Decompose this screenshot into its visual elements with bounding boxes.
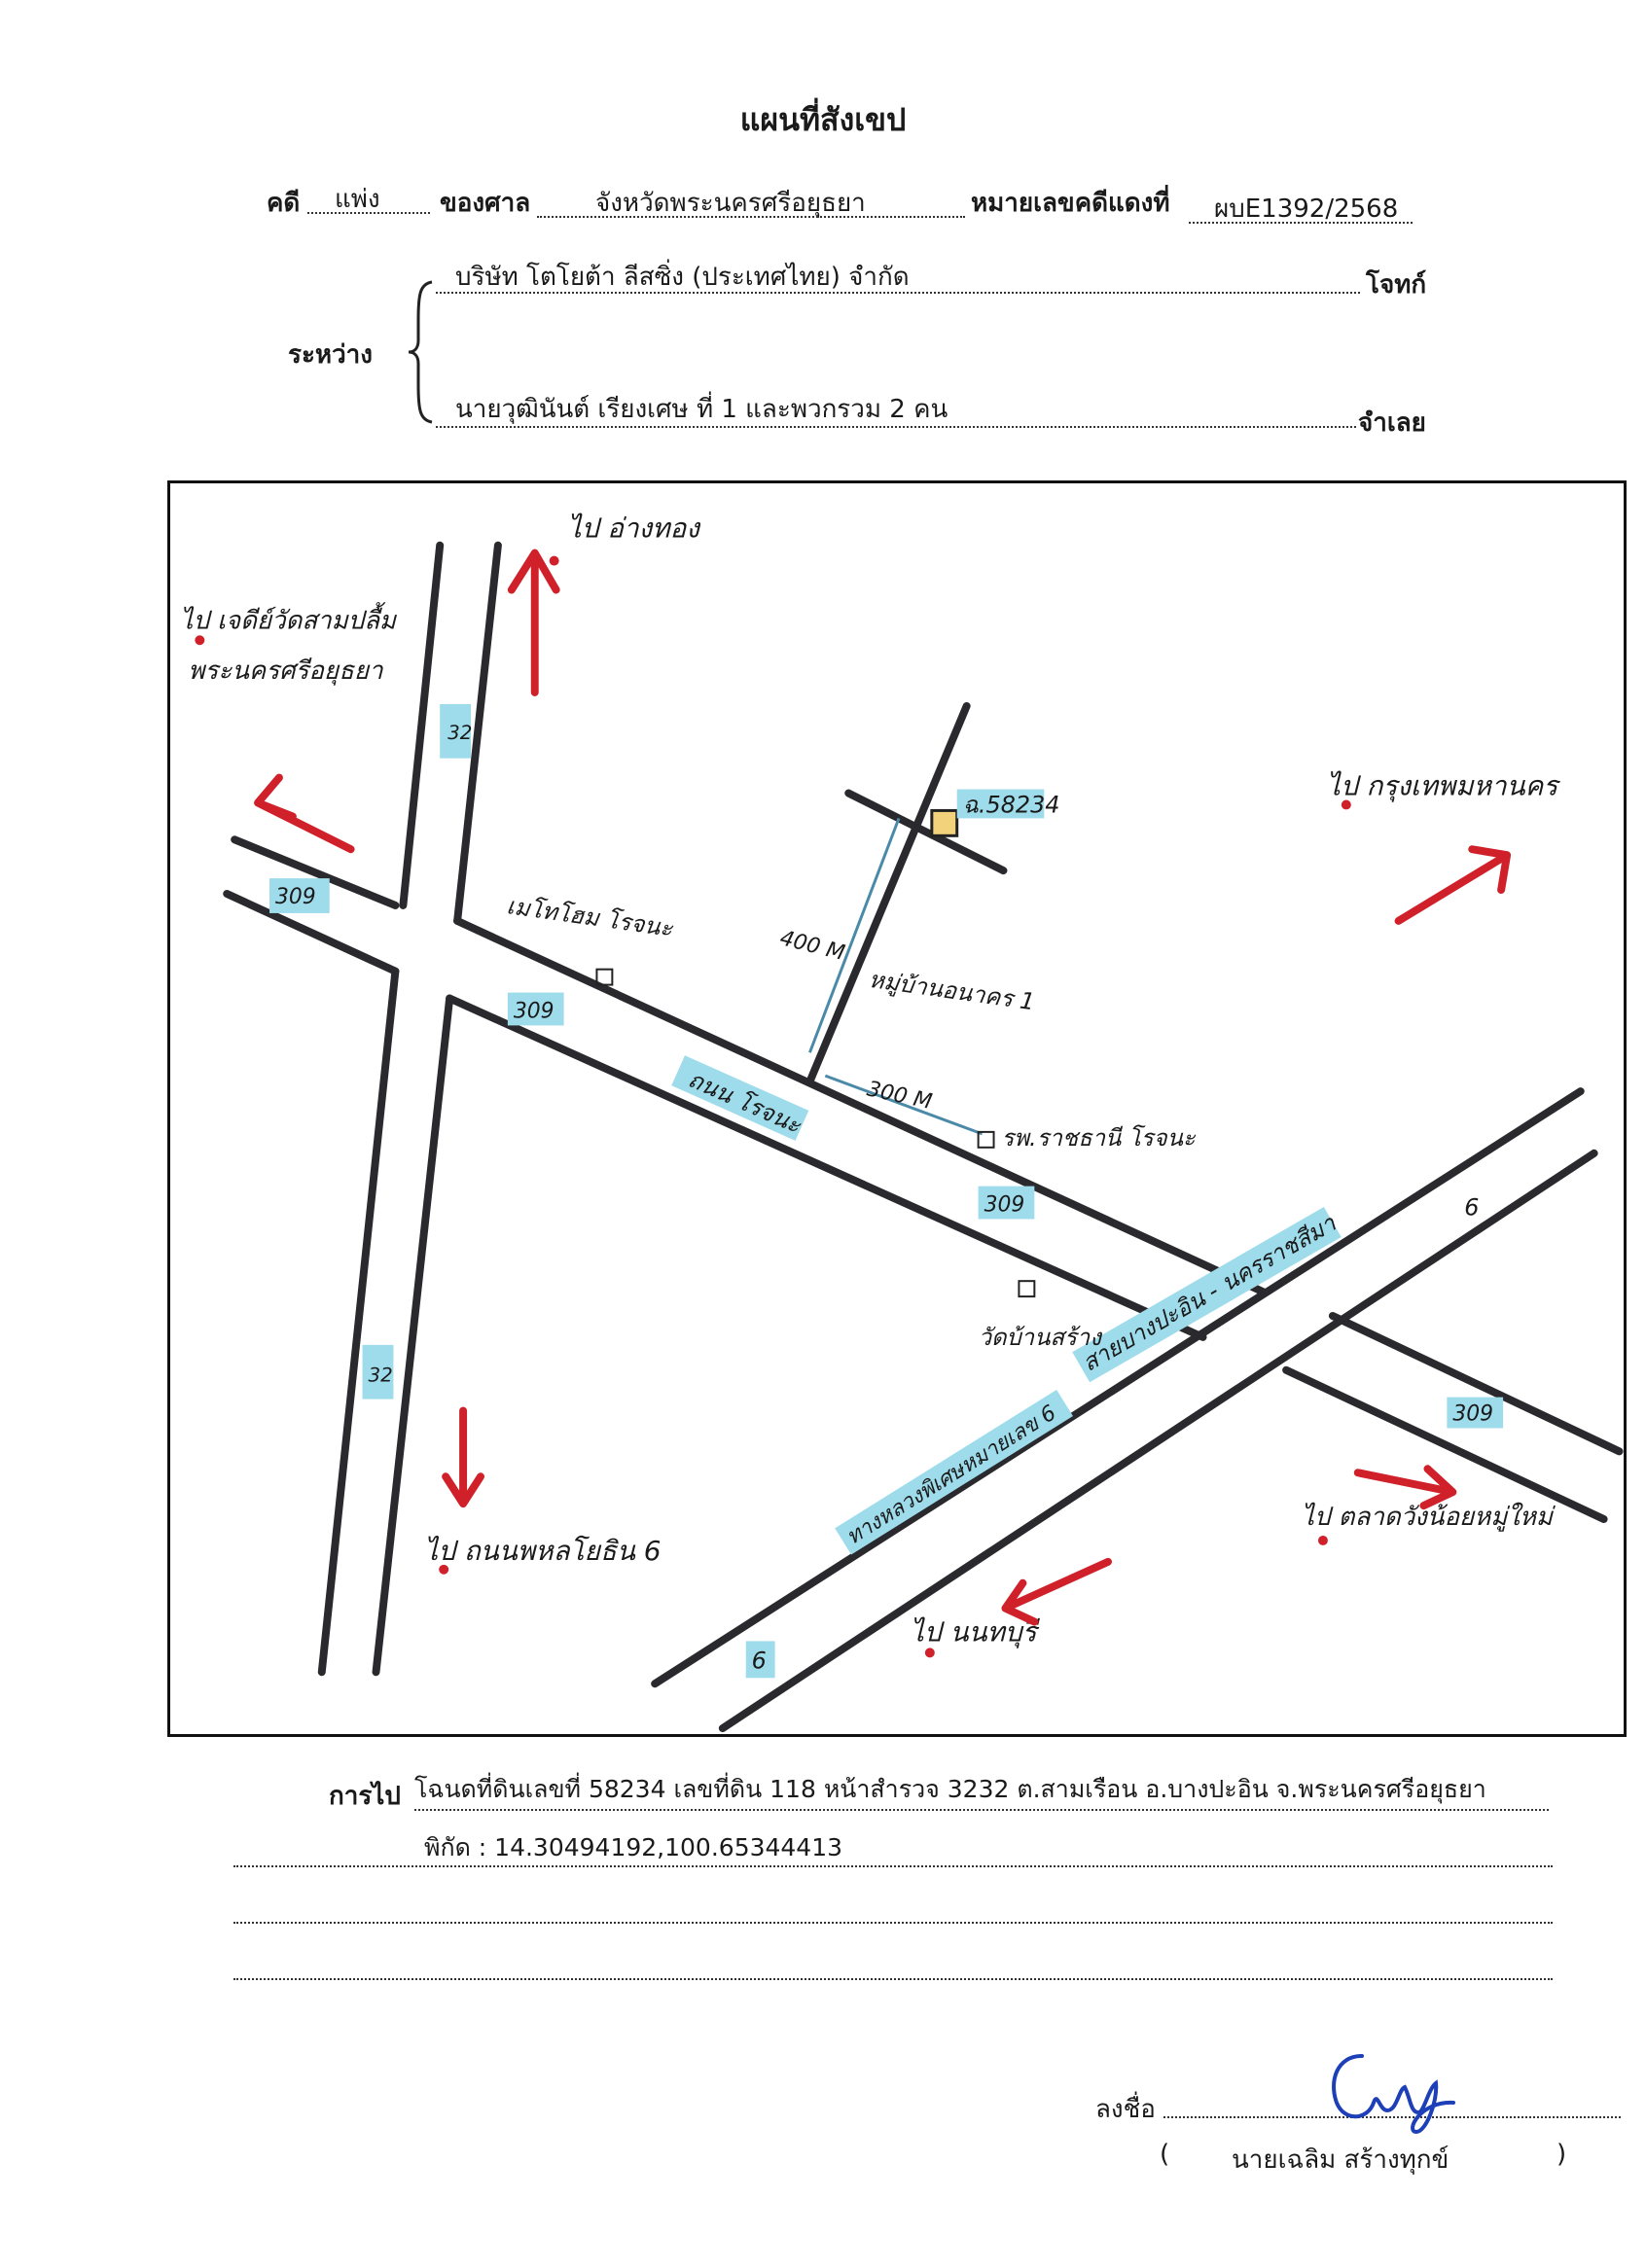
directions-line2: พิกัด : 14.30494192,100.65344413	[424, 1833, 843, 1861]
plot-crossroad	[844, 789, 1008, 875]
brace-bracket	[408, 280, 433, 424]
road-309-north-edge-west	[231, 835, 400, 909]
road-32-tag-north: 32	[447, 722, 472, 744]
signature-scribble	[1332, 2054, 1455, 2135]
road-32-tag-south: 32	[369, 1364, 393, 1387]
plot-tag: ฉ.58234	[963, 791, 1060, 818]
signature-name: นายเฉลิม สร้างทุกข์	[1232, 2145, 1449, 2175]
plaintiff-dotline	[436, 292, 1360, 294]
signature-dotline	[1163, 2116, 1621, 2118]
to-bangkok-label: ไป กรุงเทพมหานคร	[1327, 770, 1560, 803]
sketch-map: ฉ.58234 400 M 300 M 32 32 309 309 309 30…	[167, 480, 1627, 1737]
case-type-dotline	[307, 212, 430, 214]
hospital-icon	[977, 1130, 995, 1149]
distance-300-line	[824, 1074, 984, 1136]
road-6-tag-south-highlight	[745, 1641, 775, 1679]
asia-road-highlight	[1072, 1206, 1342, 1383]
road-309-south-edge	[446, 994, 1207, 1341]
landmark-icons	[595, 968, 1036, 1298]
arrow-northwest-icon	[254, 773, 355, 854]
to-angthong-label: ไป อ่างทอง	[568, 513, 702, 545]
signature-open-paren: (	[1160, 2140, 1170, 2169]
dot-talat	[1317, 1535, 1328, 1545]
arrow-southeast-icon	[1353, 1465, 1457, 1510]
hospital-label: รพ.ราชธานี โรจนะ	[1001, 1124, 1196, 1152]
road-6-south-edge	[718, 1149, 1598, 1733]
road-309-south-edge-west	[223, 890, 400, 975]
dot-phahon	[439, 1564, 449, 1575]
road-6-tag-south: 6	[752, 1647, 767, 1674]
dot-nonthaburi	[924, 1648, 935, 1658]
plot-tag-highlight	[956, 789, 1045, 819]
village-road	[805, 701, 971, 1086]
hotel-label: เมโทโฮม โรจนะ	[505, 892, 675, 942]
road-309-north-edge-east	[1328, 1312, 1624, 1456]
to-chedi-label-line2: พระนครศรีอยุธยา	[188, 656, 384, 686]
arrow-southwest-icon	[1001, 1557, 1112, 1626]
village-label: หมู่บ้านอนาคร 1	[867, 966, 1036, 1017]
defendant-dotline	[436, 426, 1356, 428]
plaintiff-label: โจทก์	[1366, 270, 1427, 300]
road-32-west-edge	[399, 541, 445, 909]
road-32-east-edge	[453, 541, 502, 925]
directions-dotline-3	[233, 1922, 1553, 1924]
plot-marker	[930, 808, 959, 837]
distance-300-label: 300 M	[865, 1077, 934, 1115]
to-nonthaburi-label: ไป นนทบุรี	[911, 1615, 1041, 1648]
arrow-north-icon	[507, 549, 560, 696]
directions-dotline-2	[233, 1865, 1553, 1867]
directions-dotline-1	[414, 1809, 1549, 1811]
document-title: แผนที่สังเขป	[739, 101, 907, 138]
case-type: แพ่ง	[335, 185, 380, 214]
red-case-dotline	[1189, 222, 1413, 224]
dot-angthong	[549, 555, 559, 566]
road-309-tag-east: 309	[984, 1193, 1025, 1218]
defendant-label: จำเลย	[1358, 408, 1426, 438]
arrow-south-icon	[442, 1406, 484, 1508]
distance-400-line	[808, 817, 901, 1053]
red-case-number: ผบE1392/2568	[1214, 195, 1399, 224]
dot-chedi	[195, 635, 205, 646]
road-309-tag-far: 309	[1452, 1402, 1493, 1427]
road-309-tag-mid-highlight	[507, 992, 564, 1026]
arrow-northeast-icon	[1394, 845, 1512, 925]
road-309-tag-west: 309	[275, 885, 316, 909]
road-309-tag-west-highlight	[269, 878, 330, 913]
road-309-tag-east-highlight	[978, 1186, 1035, 1220]
court-label: ของศาล	[440, 189, 531, 218]
asia-road-label: สายบางปะอิน - นครราชสีมา	[1078, 1209, 1342, 1377]
hotel-icon	[595, 968, 614, 986]
road-6-north-edge	[651, 1087, 1585, 1688]
road-32-tag-north-highlight	[440, 703, 472, 759]
between-label: ระหว่าง	[288, 340, 373, 370]
temple-label: วัดบ้านสร้าง	[979, 1324, 1104, 1351]
road-32-tag-south-highlight	[362, 1344, 394, 1400]
to-phahon-label: ไป ถนนพหลโยธิน 6	[424, 1535, 661, 1567]
distance-400-label: 400 M	[777, 926, 847, 966]
plaintiff-name: บริษัท โตโยต้า ลีสซิ่ง (ประเทศไทย) จำกัด	[455, 263, 910, 292]
directions-label: การไป	[329, 1782, 401, 1811]
road-309-north-edge	[453, 916, 1270, 1297]
to-chedi-label: ไป เจดีย์วัดสามปลื้ม	[180, 601, 398, 635]
directions-dotline-4	[233, 1978, 1553, 1980]
red-dots	[195, 555, 1351, 1658]
defendant-name: นายวุฒินันต์ เรียงเศษ ที่ 1 และพวกรวม 2 …	[455, 395, 948, 424]
signature-label: ลงชื่อ	[1095, 2095, 1156, 2124]
road-309-south-edge-east	[1282, 1365, 1608, 1524]
court-name: จังหวัดพระนครศรีอยุธยา	[595, 189, 866, 218]
directions-line1: โฉนดที่ดินเลขที่ 58234 เลขที่ดิน 118 หน้…	[414, 1775, 1486, 1803]
road-309-tag-far-highlight	[1447, 1397, 1504, 1429]
road-32-west-edge-south	[317, 967, 400, 1677]
motorway-highlight	[835, 1390, 1073, 1555]
dot-bangkok	[1341, 799, 1351, 810]
road-6-tag-north: 6	[1464, 1193, 1479, 1221]
case-label: คดี	[267, 189, 301, 218]
signature-close-paren: )	[1557, 2140, 1567, 2169]
red-case-label: หมายเลขคดีแดงที่	[971, 189, 1170, 218]
court-dotline	[537, 216, 965, 218]
rojana-road-highlight	[671, 1055, 809, 1141]
temple-icon	[1018, 1280, 1036, 1298]
road-309-tag-mid: 309	[514, 999, 555, 1023]
road-32-east-edge-south	[372, 994, 454, 1677]
